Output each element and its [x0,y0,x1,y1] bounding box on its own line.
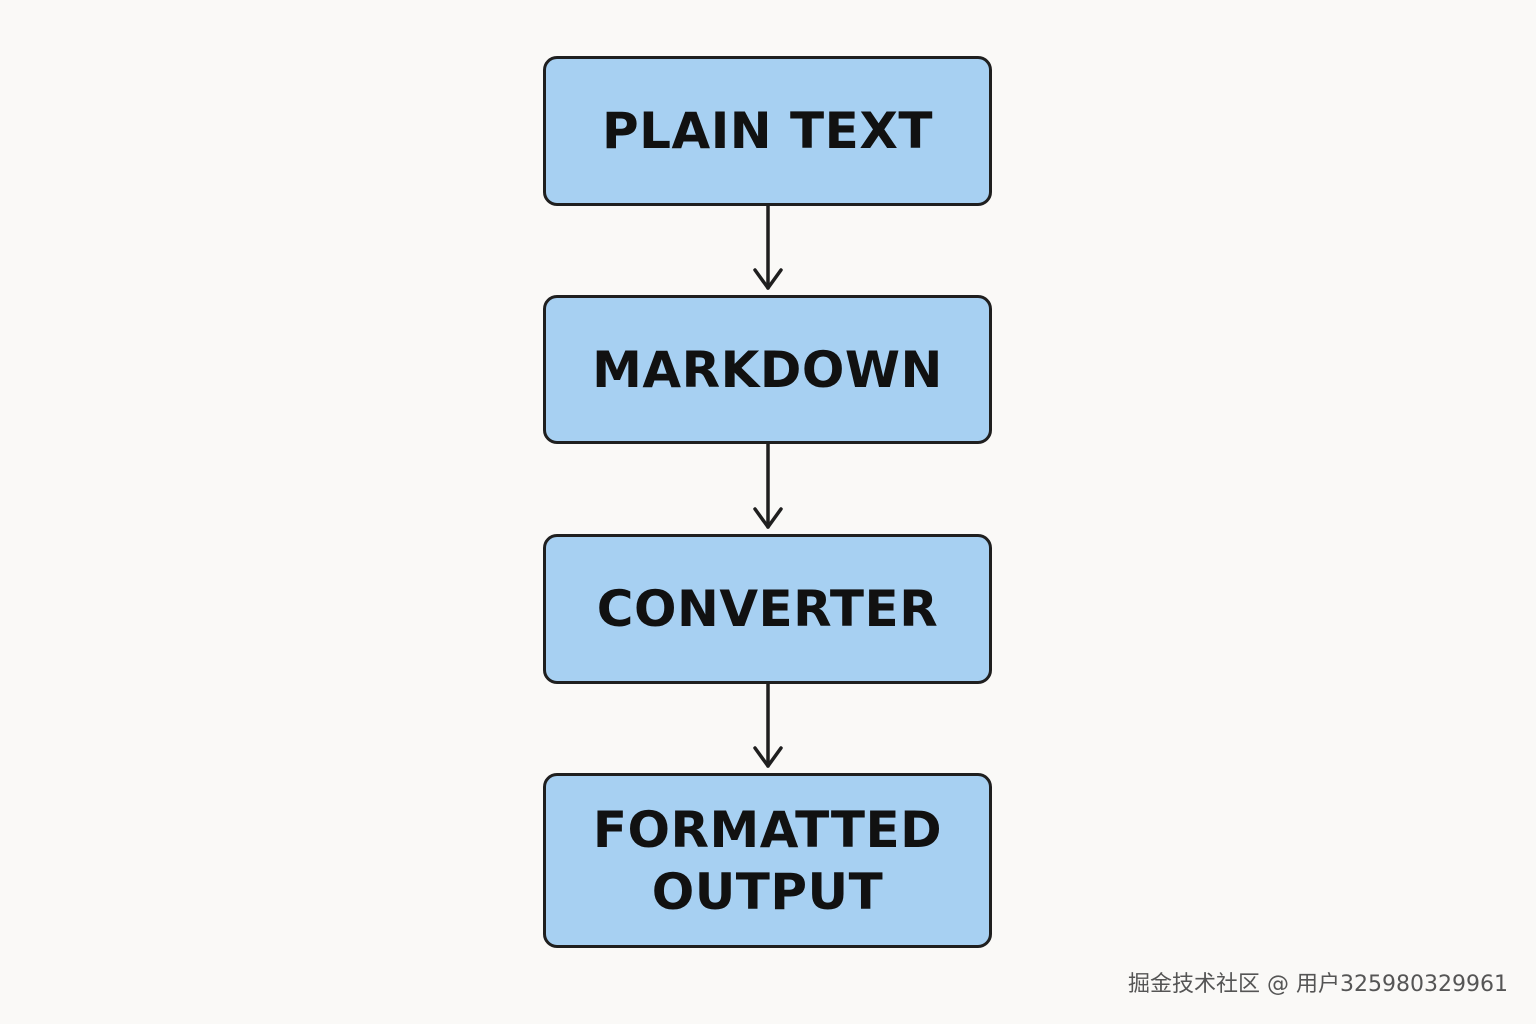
node-markdown: MARKDOWN [543,295,992,444]
arrow-3-head [753,746,783,768]
arrow-2-head [753,507,783,529]
node-formatted-output-label: FORMATTED OUTPUT [592,800,943,921]
node-converter-label: CONVERTER [596,580,939,638]
node-plain-text: PLAIN TEXT [543,56,992,206]
node-plain-text-label: PLAIN TEXT [602,102,933,160]
node-formatted-output: FORMATTED OUTPUT [543,773,992,948]
node-converter: CONVERTER [543,534,992,684]
watermark: 掘金技术社区 @ 用户325980329961 [1128,972,1508,997]
arrow-1-head [753,268,783,290]
node-markdown-label: MARKDOWN [592,340,943,399]
